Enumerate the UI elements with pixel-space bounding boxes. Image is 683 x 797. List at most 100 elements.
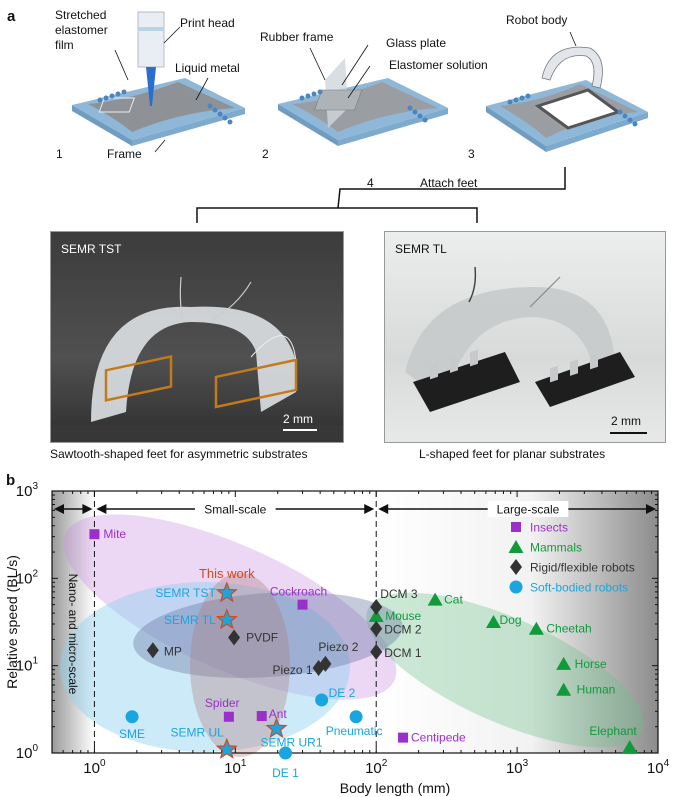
data-label-pvdf: PVDF — [246, 631, 278, 645]
robot-body — [541, 46, 603, 89]
data-point-cat — [427, 592, 443, 606]
step-number-3: 3 — [468, 147, 475, 161]
label-glass-plate: Glass plate — [386, 36, 447, 50]
x-tick-exponent: 2 — [382, 758, 388, 769]
data-point-mp — [146, 642, 159, 659]
photo-semr-tst: SEMR TST 2 mm — [50, 231, 344, 443]
legend-marker-soft-bodied-robots — [509, 580, 523, 594]
y-tick-exponent: 3 — [32, 481, 38, 492]
data-point-de-2 — [315, 693, 329, 707]
scale-bar-tl: 2 mm — [611, 414, 641, 428]
soft-robots-region — [60, 582, 350, 752]
x-tick-exponent: 4 — [664, 758, 670, 769]
mammals-region — [366, 592, 644, 748]
data-point-dcm-3 — [370, 598, 383, 615]
x-tick-exponent: 3 — [523, 758, 529, 769]
data-point-horse — [556, 656, 572, 670]
data-point-dcm-1 — [370, 643, 383, 660]
data-point-piezo-1 — [312, 660, 325, 677]
this-work-annotation: This work — [199, 566, 255, 581]
data-point-elephant — [622, 740, 638, 754]
photo-semr-tl: SEMR TL 2 mm — [384, 231, 666, 443]
data-point-pneumatic — [349, 710, 363, 724]
data-label-cockroach: Cockroach — [270, 585, 327, 599]
data-point-dog — [486, 615, 502, 629]
data-point-de-1 — [278, 746, 292, 760]
data-point-ant — [256, 711, 267, 722]
label-stretched-film-2: elastomer — [55, 23, 108, 37]
y-tick-exponent: 1 — [32, 656, 38, 667]
liquid-metal-pattern — [98, 97, 136, 113]
label-print-head: Print head — [180, 16, 235, 30]
insects-region — [63, 514, 397, 700]
large-scale-region — [376, 491, 658, 753]
label-liquid-metal: Liquid metal — [175, 61, 240, 75]
legend-label-mammals: Mammals — [530, 541, 582, 555]
data-point-sme — [125, 710, 139, 724]
data-point-piezo-2 — [319, 655, 332, 672]
data-point-cockroach — [297, 599, 308, 610]
large-scale-label: Large-scale — [497, 503, 560, 517]
step-number-1: 1 — [56, 147, 63, 161]
panel-b-letter: b — [6, 472, 16, 489]
data-label-semr-ur1: SEMR UR1 — [260, 736, 322, 750]
data-label-dcm-3: DCM 3 — [380, 587, 418, 601]
step-4-connector — [196, 167, 566, 223]
x-tick-label: 103 — [506, 758, 529, 777]
data-point-semr-tl — [215, 608, 238, 630]
label-rubber-frame: Rubber frame — [260, 30, 334, 44]
print-head-tip — [146, 67, 156, 106]
data-point-dcm-2 — [370, 620, 383, 637]
data-point-pvdf — [228, 629, 241, 646]
data-point-semr-ul — [215, 737, 238, 759]
data-label-spider: Spider — [205, 696, 240, 710]
legend-label-soft-bodied-robots: Soft-bodied robots — [530, 581, 628, 595]
large-scale-label-bg — [487, 501, 569, 517]
data-label-piezo-1: Piezo 1 — [273, 663, 313, 677]
data-label-centipede: Centipede — [411, 731, 466, 745]
x-tick-label: 101 — [224, 758, 247, 777]
photo-title-tst: SEMR TST — [61, 242, 122, 256]
data-label-dcm-2: DCM 2 — [384, 623, 422, 637]
data-label-piezo-2: Piezo 2 — [318, 640, 358, 654]
data-point-centipede — [398, 732, 409, 743]
nano-scale-region — [52, 491, 95, 753]
rigid-robots-region — [133, 592, 403, 678]
data-label-cat: Cat — [444, 593, 463, 607]
y-tick-exponent: 0 — [32, 743, 38, 754]
y-tick-label: 100 — [16, 743, 39, 762]
data-point-spider — [223, 711, 234, 722]
data-point-mouse — [368, 609, 384, 623]
data-label-dcm-1: DCM 1 — [384, 646, 422, 660]
label-elastomer-solution: Elastomer solution — [389, 58, 488, 72]
label-stretched-film-1: Stretched — [55, 8, 107, 22]
data-label-mp: MP — [164, 644, 182, 658]
data-point-semr-tst — [215, 581, 238, 603]
nano-scale-arrow-head-left — [54, 504, 64, 514]
step-number-4: 4 — [367, 176, 374, 190]
y-axis-label: Relative speed (BL/s) — [4, 555, 20, 689]
data-label-sme: SME — [119, 727, 145, 741]
data-point-mite — [89, 529, 100, 540]
large-scale-arrow-head-left — [378, 504, 389, 514]
data-label-elephant: Elephant — [589, 724, 637, 738]
label-robot-body: Robot body — [506, 13, 568, 27]
legend-marker-insects — [511, 522, 521, 532]
data-label-ant: Ant — [269, 707, 288, 721]
scale-bar-tst: 2 mm — [283, 412, 313, 426]
data-point-human — [556, 682, 572, 696]
data-label-semr-ul: SEMR UL — [170, 725, 224, 739]
robot-photo-tst — [51, 276, 343, 442]
caption-tl: L-shaped feet for planar substrates — [419, 447, 606, 461]
large-scale-arrow-head-right — [646, 504, 656, 514]
y-tick-label: 103 — [16, 481, 39, 500]
frame-side — [132, 108, 245, 146]
plot-frame — [51, 490, 659, 754]
legend-label-insects: Insects — [530, 521, 568, 535]
small-scale-arrow-head-right — [364, 504, 375, 514]
label-attach-feet: Attach feet — [420, 176, 478, 190]
nano-scale-arrow-head-right — [82, 504, 93, 514]
this-work-region — [190, 573, 290, 757]
step-number-2: 2 — [262, 147, 269, 161]
